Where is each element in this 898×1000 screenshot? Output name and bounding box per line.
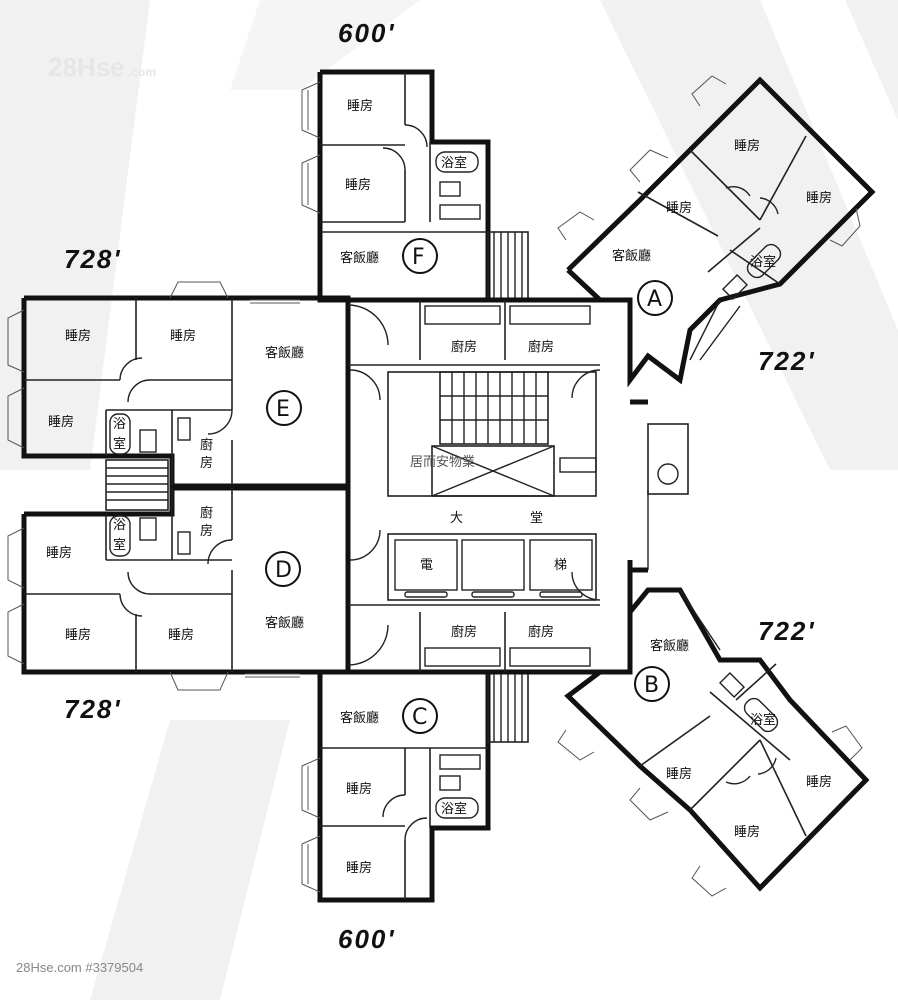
unit-c-bedroom-2-label: 睡房 xyxy=(346,860,372,876)
unit-d-letter: D xyxy=(275,558,292,583)
unit-d-kitchen-bottom: 房 xyxy=(200,523,213,539)
unit-d-bedroom-1-label: 睡房 xyxy=(46,545,72,561)
unit-a: 睡房 睡房 睡房 客飯廳 浴室 A xyxy=(557,75,876,388)
unit-c-letter: C xyxy=(412,705,427,730)
unit-f-living-label: 客飯廳 xyxy=(340,250,379,266)
stairs-c xyxy=(487,671,529,743)
unit-e-bedroom-3-label: 睡房 xyxy=(48,414,74,430)
unit-a-living-label: 客飯廳 xyxy=(612,248,651,264)
area-label-right-top: 722' xyxy=(758,346,816,376)
unit-b-bedroom-1-label: 睡房 xyxy=(666,766,692,782)
unit-c-bedroom-1-label: 睡房 xyxy=(346,781,372,797)
unit-d-marker xyxy=(265,551,301,587)
unit-d-bedroom-2-label: 睡房 xyxy=(65,627,91,643)
unit-e-kitchen-bottom: 房 xyxy=(200,455,213,471)
unit-f-letter: F xyxy=(412,245,425,270)
unit-e-kitchen-top: 廚 xyxy=(200,437,213,453)
area-label-right-bottom: 722' xyxy=(758,616,816,646)
unit-a-bedroom-3-label: 睡房 xyxy=(806,190,832,206)
unit-a-marker xyxy=(637,280,673,316)
kitchen-b-label: 廚房 xyxy=(528,624,554,640)
unit-d-kitchen-top: 廚 xyxy=(200,505,213,521)
lobby-left-label: 大 xyxy=(450,511,463,526)
unit-b-living-label: 客飯廳 xyxy=(650,638,689,654)
unit-c-living-label: 客飯廳 xyxy=(340,710,379,726)
unit-a-bathroom-label: 浴室 xyxy=(750,254,776,270)
unit-a-letter: A xyxy=(647,287,662,312)
management-label: 居而安物業 xyxy=(410,454,475,470)
area-label-left-bottom: 728' xyxy=(64,694,122,724)
unit-f: 睡房 睡房 浴室 客飯廳 F xyxy=(301,69,529,303)
lobby-right-label: 堂 xyxy=(530,511,543,526)
lift-right-label: 梯 xyxy=(554,558,567,573)
unit-e-letter: E xyxy=(276,397,290,422)
area-label-bottom: 600' xyxy=(338,924,396,954)
unit-f-bathroom-label: 浴室 xyxy=(441,155,467,171)
unit-a-bedroom-1-label: 睡房 xyxy=(734,138,760,154)
watermark-brand: 28Hse xyxy=(48,52,125,82)
unit-f-bedroom-2-label: 睡房 xyxy=(345,177,371,193)
unit-b-bathroom-label: 浴室 xyxy=(750,712,776,728)
watermark-domain: .com xyxy=(128,65,156,79)
area-label-top: 600' xyxy=(338,18,396,48)
central-core: 居而安物業 大 堂 電 梯 廚房 廚房 廚房 廚房 xyxy=(347,297,689,675)
unit-c: 客飯廳 睡房 浴室 睡房 C xyxy=(301,669,529,903)
unit-b-bedroom-2-label: 睡房 xyxy=(806,774,832,790)
unit-c-bathroom-label: 浴室 xyxy=(441,801,467,817)
unit-a-bedroom-2-label: 睡房 xyxy=(666,200,692,216)
listing-id: 28Hse.com #3379504 xyxy=(16,960,143,975)
unit-d-bedroom-3-label: 睡房 xyxy=(168,627,194,643)
unit-d-living-label: 客飯廳 xyxy=(265,615,304,631)
unit-e-marker xyxy=(266,390,302,426)
lift-left-label: 電 xyxy=(420,558,433,573)
stairs-left xyxy=(105,459,169,511)
unit-f-bedroom-1-label: 睡房 xyxy=(347,98,373,114)
unit-d-bath-top: 浴 xyxy=(113,518,126,533)
kitchen-a-label: 廚房 xyxy=(528,339,554,355)
unit-d: 浴 室 廚 房 睡房 睡房 睡房 客飯廳 D xyxy=(7,485,351,691)
unit-e-living-label: 客飯廳 xyxy=(265,345,304,361)
area-label-left-top: 728' xyxy=(64,244,122,274)
unit-b: 客飯廳 浴室 睡房 睡房 睡房 B xyxy=(557,560,870,897)
unit-e-bedroom-2-label: 睡房 xyxy=(170,328,196,344)
unit-d-bath-bottom: 室 xyxy=(113,537,126,553)
unit-e-bath-bottom: 室 xyxy=(113,436,126,452)
unit-f-marker xyxy=(402,238,438,274)
unit-b-bedroom-3-label: 睡房 xyxy=(734,824,760,840)
unit-b-letter: B xyxy=(644,673,659,698)
unit-b-marker xyxy=(634,666,670,702)
unit-e-bath-top: 浴 xyxy=(113,417,126,432)
kitchen-f-label: 廚房 xyxy=(451,339,477,355)
stairs-f xyxy=(487,231,529,301)
kitchen-c-label: 廚房 xyxy=(451,624,477,640)
unit-e-bedroom-1-label: 睡房 xyxy=(65,328,91,344)
unit-c-marker xyxy=(402,698,438,734)
